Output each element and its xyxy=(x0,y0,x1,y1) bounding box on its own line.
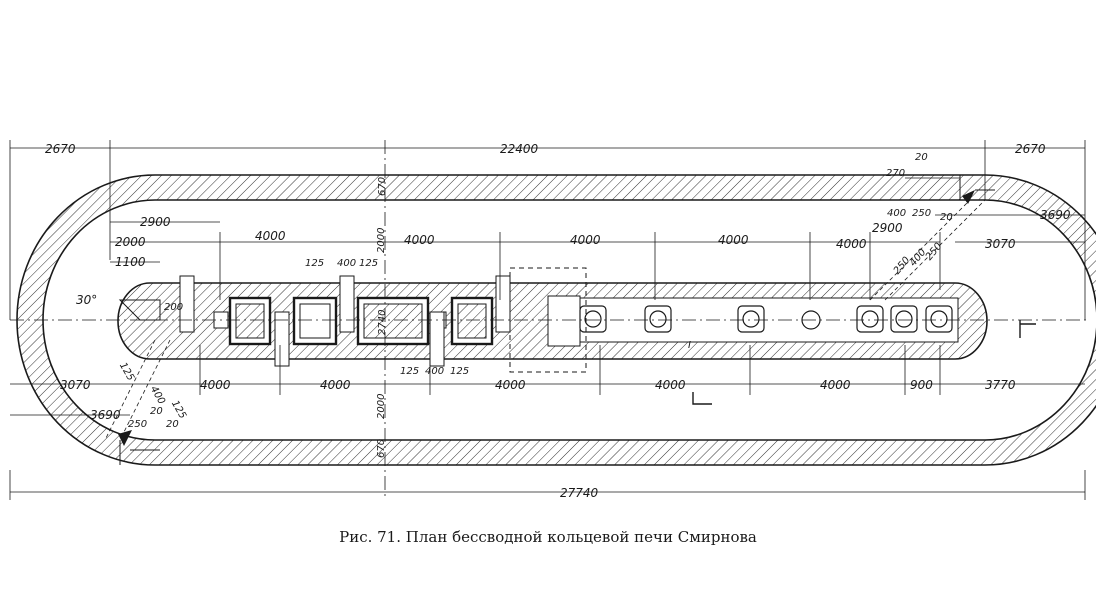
right-diagonal-duct xyxy=(869,199,986,301)
dim-angle: 30° xyxy=(76,293,97,307)
left-inlet-mark xyxy=(118,430,132,446)
dim-right-small-1: 3770 xyxy=(985,378,1016,392)
dim-left-small-3: 400 xyxy=(148,384,167,406)
dim-row-top-span-0: 4000 xyxy=(255,229,286,243)
bottom-dimension-lines xyxy=(9,470,1086,500)
dim-total-straight: 22400 xyxy=(500,142,539,156)
dim-overall: 27740 xyxy=(560,486,599,500)
dim-bottom-wall: 670 xyxy=(376,439,387,458)
dim-row-top-span-4: 4000 xyxy=(836,237,867,251)
dim-top-gap: 2000 xyxy=(376,228,387,253)
dim-row-bottom-span-1: 4000 xyxy=(320,378,351,392)
dim-left-end: 2670 xyxy=(45,142,76,156)
top-dimension-lines xyxy=(9,140,1086,320)
burner-ports xyxy=(579,305,953,333)
dim-right-end: 2670 xyxy=(1015,142,1046,156)
dim-flue-top-2: 125 xyxy=(359,258,378,269)
dim-left-small-4: 125 xyxy=(169,399,188,421)
dim-left-small-5: 20 xyxy=(150,406,163,417)
dim-flue-bottom-0: 125 xyxy=(400,366,419,377)
dim-row-bottom-span-2: 4000 xyxy=(495,378,526,392)
dim-left-small-6: 250 xyxy=(128,419,147,430)
section-mark-label: I xyxy=(688,340,691,351)
dim-row-top-left-2: 1100 xyxy=(115,255,146,269)
core-channel-left xyxy=(547,295,581,347)
dim-right-diag-2: 250 xyxy=(924,241,945,263)
dim-flue-top-0: 125 xyxy=(305,258,324,269)
figure-caption: Рис. 71. План бессводной кольцевой печи … xyxy=(339,528,757,546)
dim-top-wall: 670 xyxy=(377,177,388,196)
dim-right-small-9: 20 xyxy=(940,212,953,223)
dim-left-small-0: 3070 xyxy=(60,378,91,392)
dim-row-bottom-span-4: 4000 xyxy=(820,378,851,392)
flue-slots xyxy=(179,275,511,367)
left-end-opening xyxy=(119,440,160,465)
upper-row-dimension-lines xyxy=(110,221,941,300)
dim-row-top-left-3: 200 xyxy=(164,302,183,313)
dim-row-bottom-span-3: 4000 xyxy=(655,378,686,392)
right-inlet-mark xyxy=(962,190,975,204)
dim-flue-bottom-1: 400 xyxy=(425,366,444,377)
dim-left-small-1: 3690 xyxy=(90,408,121,422)
dim-right-small-0: 900 xyxy=(910,378,933,392)
dim-left-small-2: 125 xyxy=(117,361,136,383)
dim-right-small-4: 2900 xyxy=(872,221,903,235)
dim-row-top-span-3: 4000 xyxy=(718,233,749,247)
dim-bottom-gap: 2000 xyxy=(376,394,387,419)
dim-flue-bottom-2: 125 xyxy=(450,366,469,377)
dim-right-small-3: 3690 xyxy=(1040,208,1071,222)
left-diagonal-duct xyxy=(104,339,171,441)
dim-row-top-left-1: 2000 xyxy=(115,235,146,249)
dim-right-small-5: 270 xyxy=(886,168,905,179)
dim-row-top-span-2: 4000 xyxy=(570,233,601,247)
dim-row-top-span-1: 4000 xyxy=(404,233,435,247)
dim-row-bottom-span-0: 4000 xyxy=(200,378,231,392)
dim-flue-top-1: 400 xyxy=(337,258,356,269)
dim-right-small-6: 20 xyxy=(915,152,928,163)
dim-right-small-8: 250 xyxy=(912,208,931,219)
dim-right-small-2: 3070 xyxy=(985,237,1016,251)
right-side-dimension-lines xyxy=(905,177,1085,243)
dim-row-top-left-0: 2900 xyxy=(140,215,171,229)
lower-row-dimension-lines xyxy=(10,345,1085,395)
chambers-left xyxy=(213,296,494,346)
dim-left-small-7: 20 xyxy=(166,419,179,430)
dim-right-small-7: 400 xyxy=(887,208,906,219)
dim-center-width: 2740 xyxy=(377,310,388,335)
section-marks xyxy=(692,320,1036,405)
